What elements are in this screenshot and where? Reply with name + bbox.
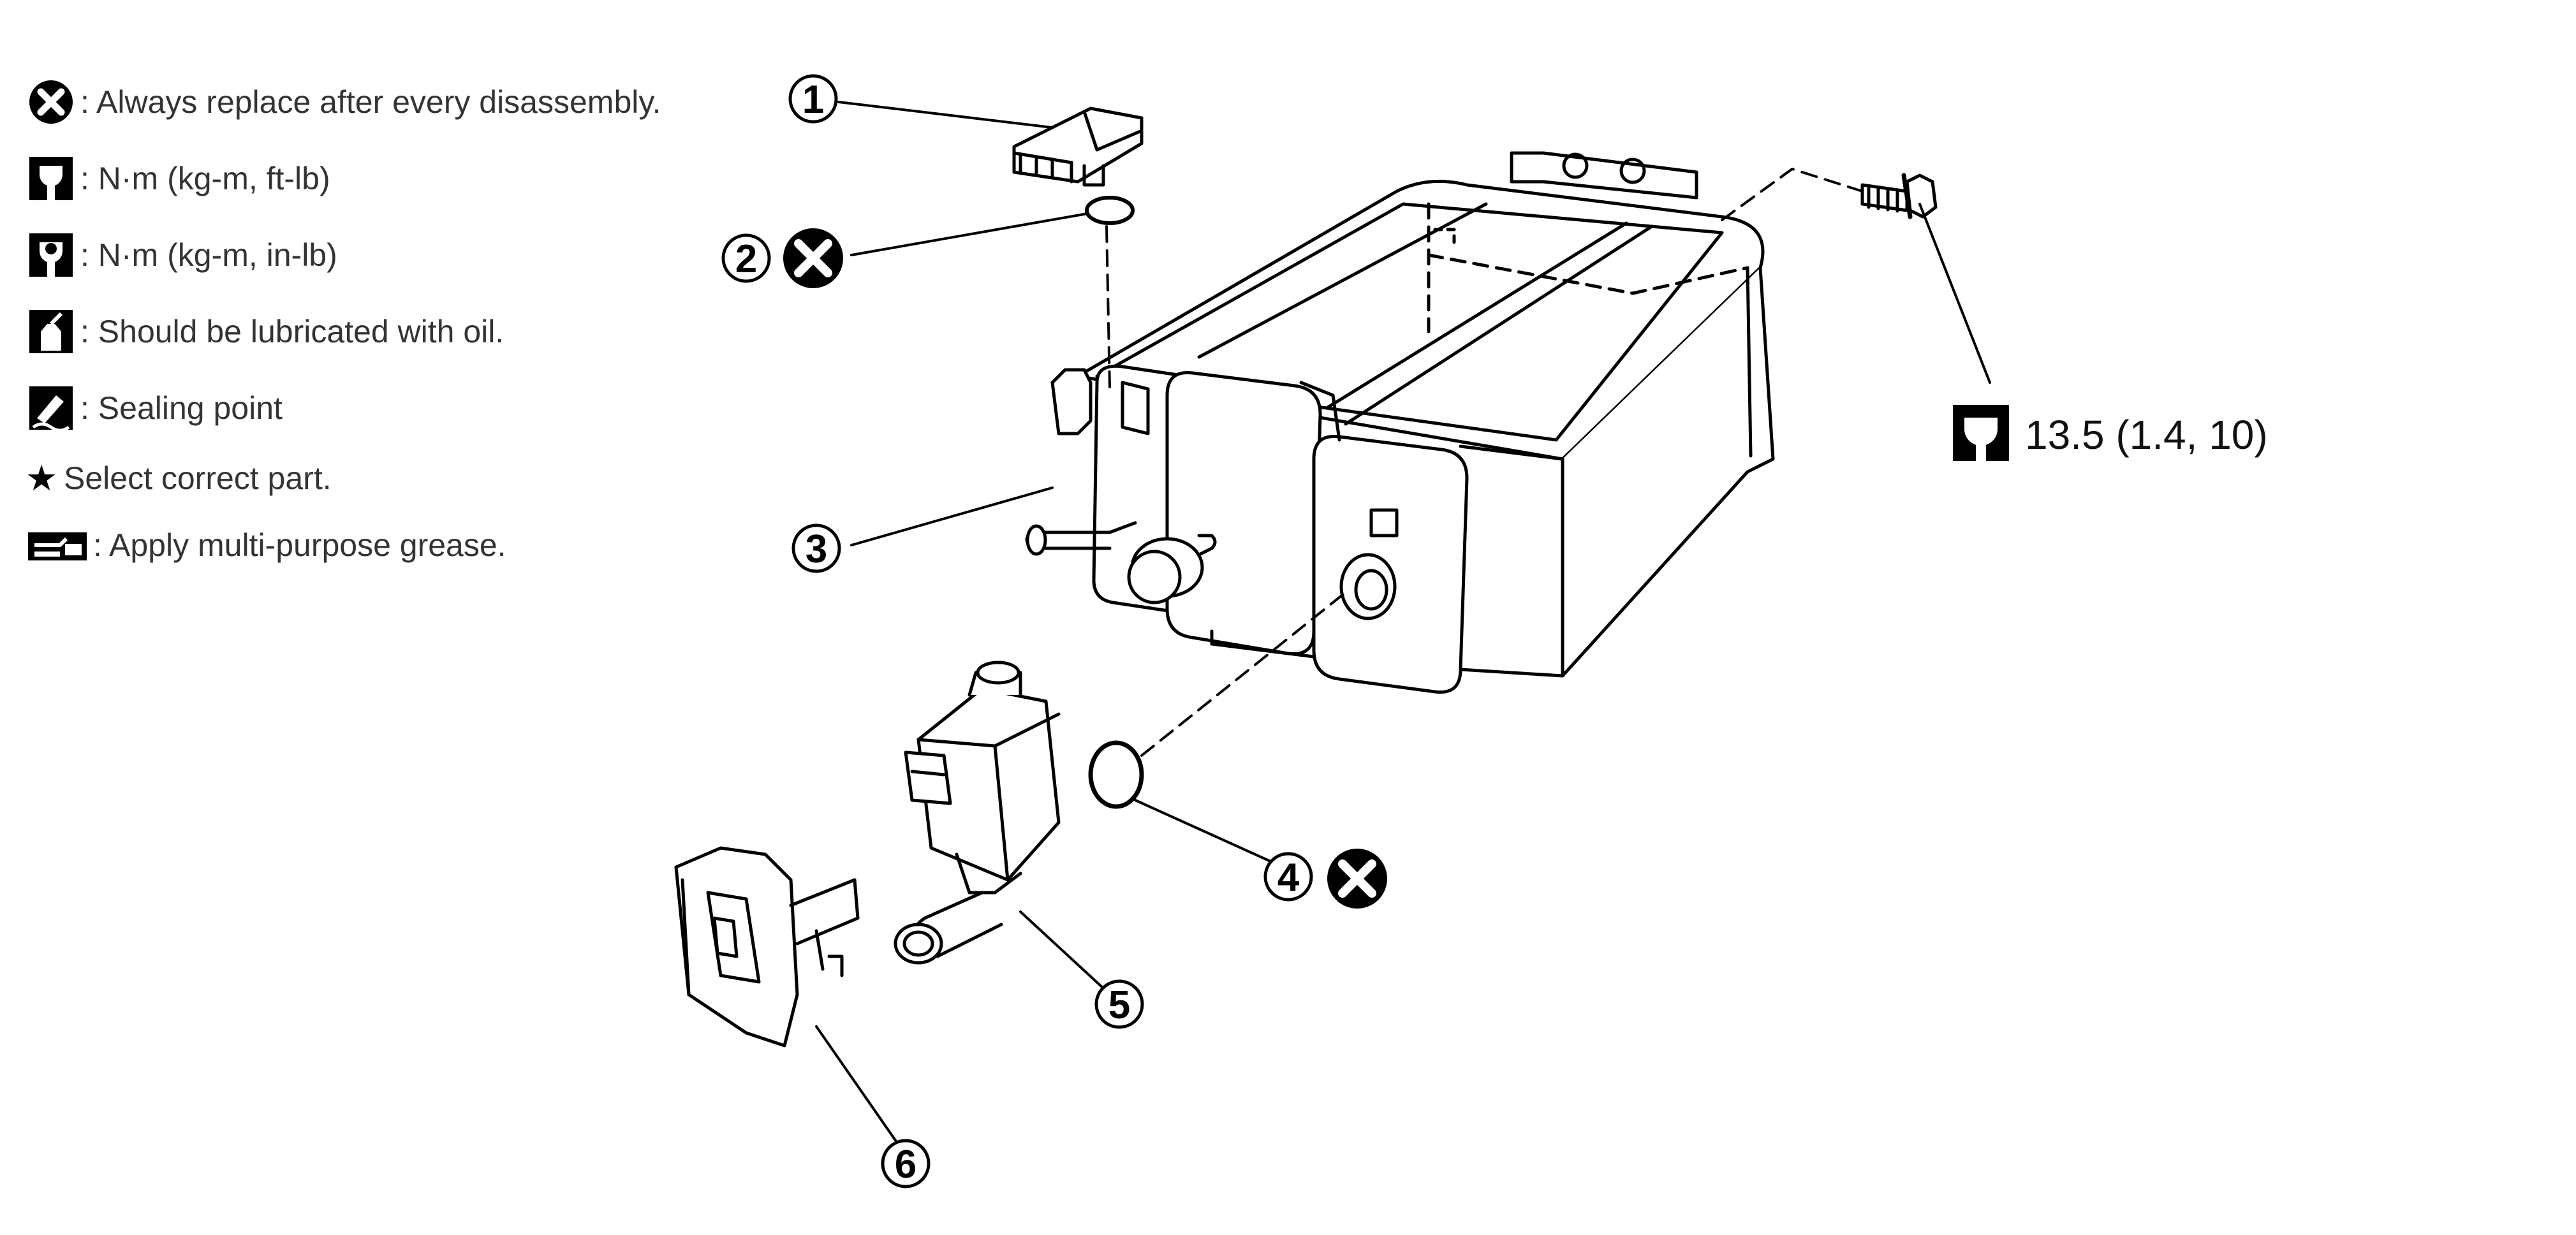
part-6-bracket <box>674 846 860 1048</box>
legend-text: Select correct part. <box>64 460 332 496</box>
callout-1: 1 <box>788 74 838 124</box>
replace-x-icon <box>1327 849 1387 909</box>
torque-wrench-icon <box>29 157 73 200</box>
part-5-vent-control-valve <box>894 661 1061 965</box>
leader-lines <box>815 101 1991 1143</box>
svg-text:1: 1 <box>802 78 824 122</box>
leader-line-4 <box>1134 799 1270 862</box>
leader-line-2 <box>850 212 1089 256</box>
leader-line-5 <box>1019 910 1105 990</box>
leader-line-bolt <box>1918 203 1991 384</box>
callout-5: 5 <box>1094 979 1144 1029</box>
grease-icon <box>28 532 87 560</box>
legend-text: : Sealing point <box>80 390 283 426</box>
legend-text: : Should be lubricated with oil. <box>80 314 504 349</box>
callout-3: 3 <box>791 523 841 573</box>
legend-item-grease: : Apply multi-purpose grease. <box>26 510 759 580</box>
part-2-o-ring <box>1085 196 1135 225</box>
part-1-pressure-sensor <box>1012 106 1144 187</box>
legend-item-select-part: ★ Select correct part. <box>26 446 759 510</box>
canister-bolt <box>1860 173 1938 219</box>
dash-line-o-ring-2 <box>1105 225 1111 390</box>
legend-text: : N·m (kg-m, in-lb) <box>80 237 337 273</box>
symbol-legend: : Always replace after every disassembly… <box>26 64 759 580</box>
dash-line-o-ring-4 <box>1140 588 1350 757</box>
torque-wrench-small-icon <box>29 233 73 277</box>
part-4-o-ring <box>1088 740 1144 809</box>
evap-canister <box>1025 151 1775 694</box>
callout-6: 6 <box>881 1139 931 1188</box>
legend-item-oil: : Should be lubricated with oil. <box>26 293 759 370</box>
svg-text:4: 4 <box>1277 856 1300 900</box>
legend-text: : Always replace after every disassembly… <box>80 84 661 120</box>
torque-wrench-icon <box>1953 405 2009 461</box>
legend-text: : N·m (kg-m, ft-lb) <box>80 161 330 196</box>
oil-can-icon <box>29 310 73 353</box>
svg-text:3: 3 <box>806 527 827 571</box>
svg-text:5: 5 <box>1108 983 1130 1027</box>
svg-text:6: 6 <box>895 1143 916 1187</box>
sealing-point-icon <box>29 386 73 432</box>
dash-line-bolt <box>1721 168 1864 221</box>
legend-item-replace: : Always replace after every disassembly… <box>26 64 759 140</box>
replace-x-icon <box>783 228 843 288</box>
leader-line-1 <box>837 101 1054 129</box>
legend-item-sealing: : Sealing point <box>26 370 759 446</box>
leader-line-6 <box>815 1025 897 1143</box>
leader-line-3 <box>850 486 1054 546</box>
torque-spec: 13.5 (1.4, 10) <box>1953 405 2268 461</box>
torque-value: 13.5 (1.4, 10) <box>2025 412 2268 458</box>
svg-text:2: 2 <box>735 237 757 281</box>
replace-x-icon <box>29 80 73 124</box>
legend-text: : Apply multi-purpose grease. <box>93 527 506 563</box>
star-icon: ★ <box>26 458 58 498</box>
legend-item-torque-ftlb: : N·m (kg-m, ft-lb) <box>26 140 759 217</box>
callout-2: 2 <box>721 228 843 288</box>
callout-4: 4 <box>1263 849 1387 909</box>
legend-item-torque-inlb: : N·m (kg-m, in-lb) <box>26 217 759 293</box>
